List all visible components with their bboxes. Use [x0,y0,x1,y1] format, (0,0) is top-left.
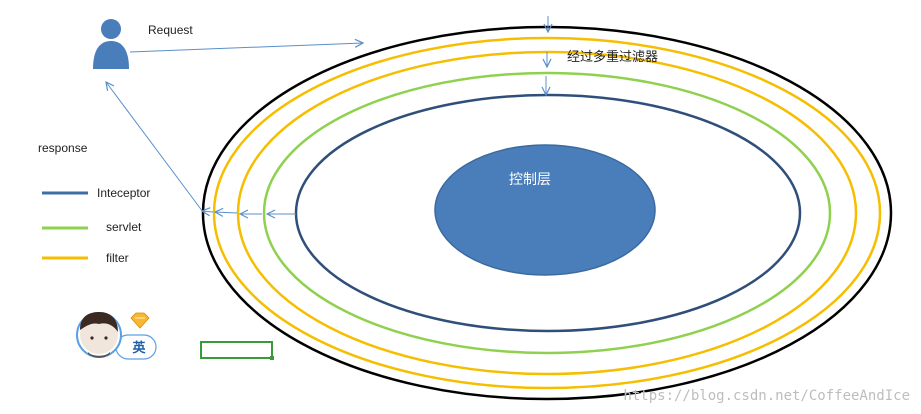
multi-filter-label: 经过多重过滤器 [567,49,658,64]
request-label: Request [148,23,193,37]
selection-box[interactable] [200,341,273,359]
outward-arrow-3 [215,212,238,213]
controller-label: 控制层 [509,171,551,187]
servlet-ring [262,71,832,355]
user-icon [93,19,129,69]
watermark: https://blog.csdn.net/CoffeeAndIce [623,388,910,404]
response-label: response [38,141,88,155]
legend: Inteceptor servlet filter [42,186,150,265]
legend-label-interceptor: Inteceptor [97,186,150,200]
request-arrow [129,43,363,53]
badge-text: 英 [131,340,146,355]
legend-label-filter: filter [106,251,129,265]
avatar[interactable] [76,312,157,360]
legend-label-servlet: servlet [106,220,142,234]
controller-core [434,144,656,276]
response-arrow [106,82,204,213]
outward-arrow-4 [202,211,214,212]
vip-diamond-icon [130,312,150,329]
selection-box-handle [270,356,274,360]
